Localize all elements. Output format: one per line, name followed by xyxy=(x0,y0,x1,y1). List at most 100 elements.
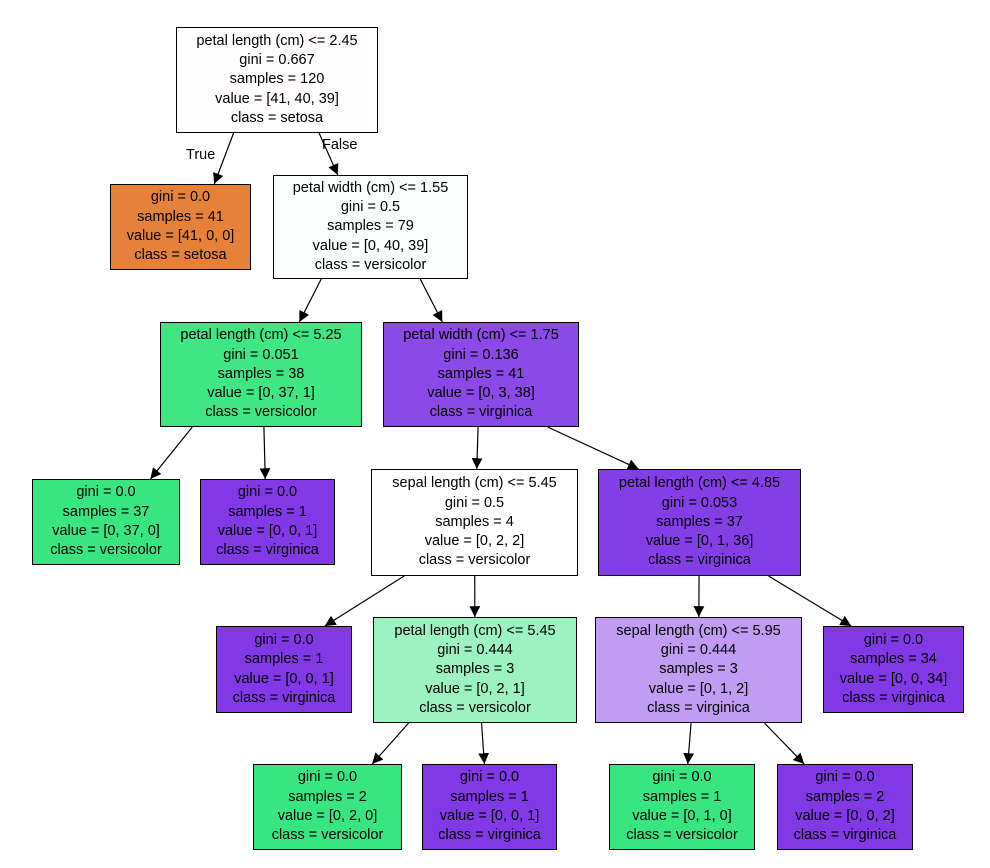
node-line: gini = 0.5 xyxy=(340,199,401,216)
node-line: gini = 0.0 xyxy=(459,769,520,786)
node-line: gini = 0.0 xyxy=(150,189,211,206)
edge-n2-n3 xyxy=(298,278,322,323)
edge-n0-n1 xyxy=(213,132,235,185)
node-line: value = [0, 1, 2] xyxy=(648,680,749,697)
node-line: petal width (cm) <= 1.75 xyxy=(403,327,559,344)
tree-node-n12: gini = 0.0 samples = 34 value = [0, 0, 34]… xyxy=(823,626,964,713)
node-line: class = virginica xyxy=(648,552,751,569)
node-line: class = virginica xyxy=(216,542,319,559)
node-line: value = [0, 0, 1] xyxy=(439,808,540,824)
node-line: samples = 120 xyxy=(229,71,325,88)
node-line: gini = 0.5 xyxy=(444,494,505,511)
node-line: class = versicolor xyxy=(314,256,427,273)
node-line: petal length (cm) <= 4.85 xyxy=(618,475,781,492)
node-line: class = versicolor xyxy=(271,827,384,844)
node-line: value = [0, 2, 0] xyxy=(277,808,378,824)
node-line: gini = 0.051 xyxy=(223,346,299,363)
tree-node-n9: gini = 0.0 samples = 1 value = [0, 0, 1] cl… xyxy=(216,626,352,713)
node-line: value = [0, 2, 2] xyxy=(424,533,525,550)
node-line: gini = 0.053 xyxy=(661,494,738,511)
edge-n10-n13 xyxy=(371,722,410,765)
node-line: petal width (cm) <= 1.55 xyxy=(292,179,449,196)
node-line: gini = 0.0 xyxy=(863,631,924,648)
tree-node-n14: gini = 0.0 samples = 1 value = [0, 0, 1] cl… xyxy=(422,764,557,850)
node-line: sepal length (cm) <= 5.45 xyxy=(392,475,557,492)
node-line: value = [0, 0, 2] xyxy=(795,808,895,824)
edge-n2-n4 xyxy=(419,278,443,323)
tree-node-n3: petal length (cm) <= 5.25 gini = 0.051 sam… xyxy=(160,322,362,427)
node-line: class = virginica xyxy=(438,827,541,844)
node-line: value = [0, 3, 38] xyxy=(427,385,535,402)
node-line: class = versicolor xyxy=(50,542,162,559)
node-line: value = [0, 1, 0] xyxy=(632,808,732,824)
edge-n11-n15 xyxy=(683,722,695,765)
node-line: gini = 0.0 xyxy=(652,769,712,786)
tree-node-n5: gini = 0.0 samples = 37 value = [0, 37, 0]… xyxy=(32,479,180,565)
edge-n0-n2 xyxy=(318,132,339,176)
node-line: samples = 2 xyxy=(805,788,885,805)
node-line: samples = 38 xyxy=(217,365,305,382)
node-line: class = versicolor xyxy=(205,404,317,421)
tree-node-n15: gini = 0.0 samples = 1 value = [0, 1, 0] cl… xyxy=(609,764,755,850)
node-line: value = [0, 0, 1] xyxy=(234,670,334,687)
edge-n4-n7 xyxy=(471,426,483,470)
node-line: samples = 1 xyxy=(228,503,307,520)
node-line: samples = 4 xyxy=(435,513,514,530)
node-line: value = [0, 0, 34] xyxy=(839,670,948,687)
node-line: samples = 37 xyxy=(656,513,743,530)
node-line: value = [0, 2, 1] xyxy=(425,680,525,697)
node-line: samples = 41 xyxy=(437,365,525,382)
node-line: class = virginica xyxy=(793,827,897,844)
node-line: gini = 0.0 xyxy=(297,769,358,786)
tree-node-n13: gini = 0.0 samples = 2 value = [0, 2, 0] cl… xyxy=(253,764,402,850)
node-line: value = [0, 40, 39] xyxy=(312,237,429,254)
node-line: samples = 34 xyxy=(850,651,937,668)
node-line: gini = 0.444 xyxy=(437,642,513,659)
node-line: class = versicolor xyxy=(626,827,738,844)
node-line: samples = 1 xyxy=(642,788,722,805)
node-line: class = virginica xyxy=(842,689,945,706)
node-line: samples = 37 xyxy=(62,503,150,520)
node-line: samples = 3 xyxy=(659,661,738,678)
node-line: samples = 1 xyxy=(244,651,324,668)
node-line: value = [0, 37, 0] xyxy=(52,523,160,539)
node-line: class = virginica xyxy=(232,689,336,706)
node-line: class = versicolor xyxy=(418,552,531,569)
node-line: value = [41, 40, 39] xyxy=(215,90,339,107)
edge-n11-n16 xyxy=(763,722,805,765)
node-line: class = setosa xyxy=(230,109,324,126)
tree-node-n16: gini = 0.0 samples = 2 value = [0, 0, 2] cl… xyxy=(777,764,913,850)
node-line: samples = 3 xyxy=(435,661,515,678)
node-line: class = setosa xyxy=(134,247,227,264)
edge-n4-n8 xyxy=(547,426,639,470)
node-line: gini = 0.0 xyxy=(254,631,314,648)
tree-node-n7: sepal length (cm) <= 5.45 gini = 0.5 sampl… xyxy=(371,469,578,576)
tree-node-n6: gini = 0.0 samples = 1 value = [0, 0, 1] cl… xyxy=(200,479,335,565)
edge-n10-n14 xyxy=(478,722,490,765)
node-line: value = [41, 0, 0] xyxy=(126,228,235,244)
tree-node-n4: petal width (cm) <= 1.75 gini = 0.136 samp… xyxy=(383,322,579,427)
edge-n8-n12 xyxy=(768,575,852,627)
tree-node-n8: petal length (cm) <= 4.85 gini = 0.053 sam… xyxy=(598,469,801,576)
node-line: gini = 0.0 xyxy=(76,484,136,501)
edge-n7-n9 xyxy=(324,575,405,627)
node-line: value = [0, 0, 1] xyxy=(217,523,318,539)
node-line: gini = 0.0 xyxy=(237,484,298,501)
true-edge-label: True xyxy=(186,147,216,163)
node-line: value = [0, 37, 1] xyxy=(207,385,315,402)
false-edge-label: False xyxy=(322,137,358,153)
tree-node-n1: gini = 0.0 samples = 41 value = [41, 0, 0]… xyxy=(110,184,251,270)
node-line: petal length (cm) <= 5.25 xyxy=(180,327,342,344)
node-line: gini = 0.0 xyxy=(815,769,875,786)
node-line: gini = 0.136 xyxy=(443,346,519,363)
node-line: petal length (cm) <= 2.45 xyxy=(196,32,358,49)
node-line: samples = 2 xyxy=(288,788,367,805)
node-line: samples = 1 xyxy=(450,788,529,805)
node-line: samples = 41 xyxy=(137,208,224,225)
node-line: class = virginica xyxy=(647,699,750,716)
node-line: class = versicolor xyxy=(419,699,531,716)
